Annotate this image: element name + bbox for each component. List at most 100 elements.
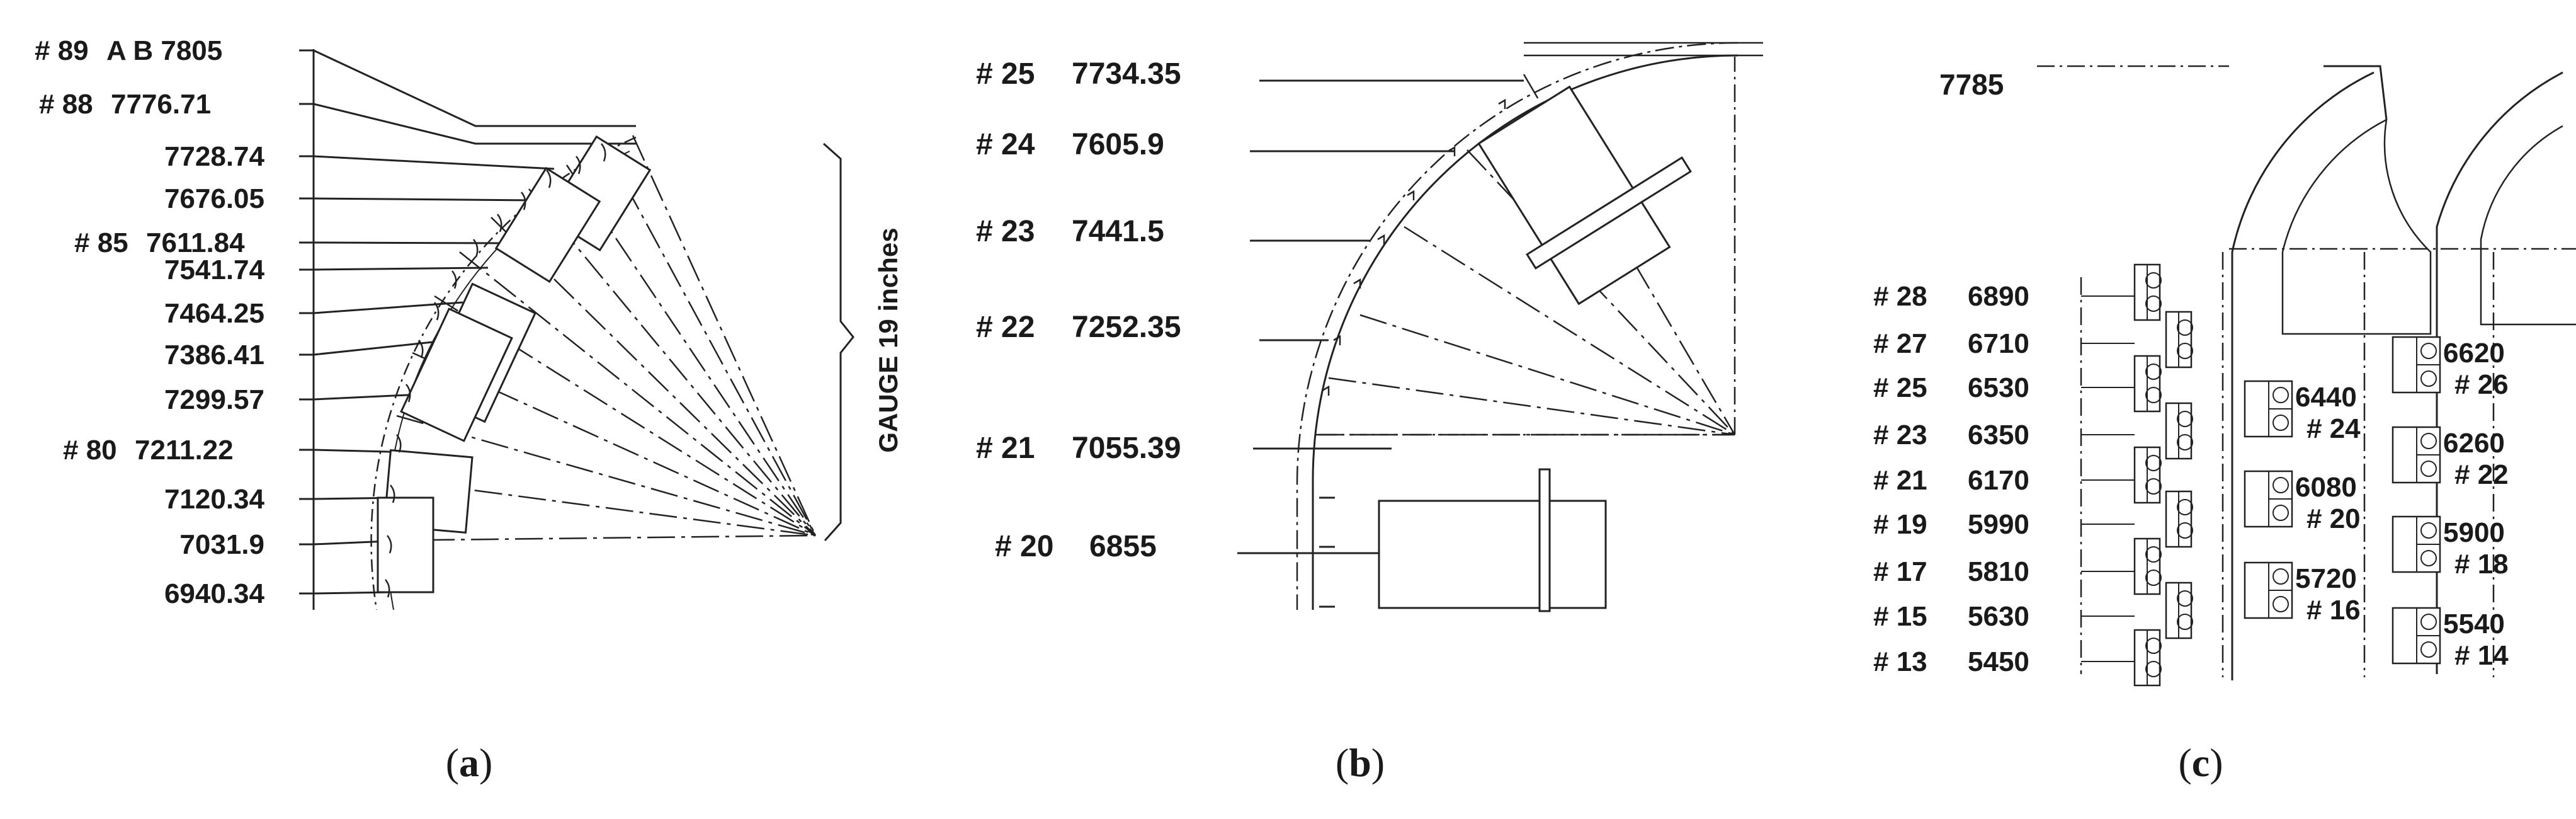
sleeper-box — [1477, 85, 1671, 306]
bolt-circle — [2145, 387, 2162, 403]
bolt-circle — [2420, 522, 2437, 539]
cap-left — [2324, 65, 2388, 120]
label-value: A B 7805 — [106, 35, 222, 66]
caption-letter: b — [1349, 740, 1371, 785]
label-tag: # 21 — [976, 432, 1035, 465]
label-tag: # 24 — [2306, 413, 2361, 444]
label-value: 7120.34 — [164, 484, 265, 515]
label-value: 6890 — [1968, 281, 2029, 312]
leader-line — [313, 197, 536, 202]
bolt-circle — [2145, 661, 2162, 677]
caption-paren-close: ) — [2210, 740, 2223, 785]
sleeper-box — [494, 166, 601, 284]
sleeper-box — [377, 496, 434, 593]
label-value: 7611.84 — [146, 227, 245, 258]
outer-curve-left — [2231, 71, 2375, 680]
radial-line — [396, 415, 816, 537]
leader-line — [313, 155, 555, 170]
bolt-circle — [2177, 522, 2193, 539]
label-tag: # 17 — [1873, 556, 1927, 587]
label-value: 7055.39 — [1072, 432, 1181, 465]
label-value: 7605.9 — [1072, 128, 1164, 161]
label-tag: # 20 — [995, 530, 1053, 563]
caption-paren-close: ) — [1371, 740, 1385, 785]
rail-clip — [1407, 190, 1415, 200]
rail-clip — [385, 579, 390, 598]
radial-line — [434, 295, 816, 537]
caption: (b) — [1336, 740, 1385, 785]
rail-arc-inner — [1312, 54, 1739, 610]
bolt-circle — [2272, 415, 2289, 431]
bolt-circle — [2177, 434, 2193, 450]
crossbar — [1526, 156, 1692, 270]
rail-clip — [418, 340, 424, 358]
caption: (a) — [446, 740, 493, 785]
bolt-circle — [2145, 638, 2162, 654]
bolt-circle — [2145, 272, 2162, 289]
radial-line — [382, 534, 816, 542]
bolt-circle — [2272, 568, 2289, 585]
label-tag: # 22 — [2454, 459, 2509, 490]
bolt-circle — [2272, 505, 2289, 521]
radial-line — [1359, 314, 1735, 436]
label-tag: # 85 — [74, 227, 128, 258]
bolt-circle — [2145, 546, 2162, 563]
label-value: 6440 — [2295, 382, 2357, 413]
caption-paren-close: ) — [479, 740, 492, 785]
sleeper-box — [1378, 500, 1607, 609]
bolt-circle — [2177, 343, 2193, 359]
label-value: 6170 — [1968, 465, 2029, 496]
bolt-circle — [2420, 550, 2437, 566]
label-tag: # 23 — [976, 215, 1035, 248]
outer-curve-right — [2436, 71, 2563, 674]
rail-clip — [1322, 385, 1330, 396]
bolt-circle — [2177, 411, 2193, 427]
label-value: 6855 — [1089, 530, 1157, 563]
label-tag: # 25 — [1873, 372, 1927, 403]
bolt-circle — [2420, 370, 2437, 387]
label-tag: # 89 — [35, 35, 89, 66]
label-tag: # 21 — [1873, 465, 1927, 496]
rail-clip — [451, 270, 457, 289]
label-value: 7728.74 — [164, 141, 265, 172]
rail-clip — [546, 169, 552, 188]
inner-curve-right — [2480, 125, 2576, 326]
label-value: 7252.35 — [1072, 311, 1181, 344]
label-value: 5810 — [1968, 556, 2029, 587]
bolt-circle — [2272, 387, 2289, 403]
bolt-circle — [2420, 614, 2437, 630]
bolt-circle — [2420, 343, 2437, 359]
caption-paren-open: ( — [446, 740, 459, 785]
label-tag: # 19 — [1873, 509, 1927, 540]
caption-letter: a — [459, 740, 479, 785]
label-tag: # 13 — [1873, 646, 1927, 677]
radial-line — [603, 146, 817, 536]
label-value: 7734.35 — [1072, 57, 1181, 91]
leader-line — [313, 266, 489, 271]
label-value: 7211.22 — [135, 435, 234, 466]
label-value: 6620 — [2443, 338, 2505, 369]
label-value: 6350 — [1968, 420, 2029, 450]
radial-line — [387, 478, 816, 537]
label-value: 5900 — [2443, 517, 2505, 548]
leader-line — [313, 301, 463, 314]
rail-clip — [396, 434, 402, 453]
label-tag: # 16 — [2306, 595, 2361, 626]
rail-clip — [1333, 335, 1341, 345]
leader-line — [313, 339, 451, 356]
caption-letter: c — [2192, 740, 2210, 785]
bolt-circle — [2177, 499, 2193, 515]
rail-clip — [521, 192, 526, 210]
bolt-circle — [2177, 614, 2193, 630]
rail-clip — [387, 535, 392, 554]
label-tag: # 25 — [976, 57, 1035, 91]
rail-clip — [1377, 234, 1385, 244]
label-value: 5720 — [2295, 563, 2357, 594]
label-value: 6940.34 — [164, 578, 265, 609]
label-value: 6260 — [2443, 428, 2505, 459]
label-value: 7299.57 — [164, 384, 264, 415]
label-tag: # 15 — [1873, 601, 1927, 632]
bolt-circle — [2145, 295, 2162, 312]
